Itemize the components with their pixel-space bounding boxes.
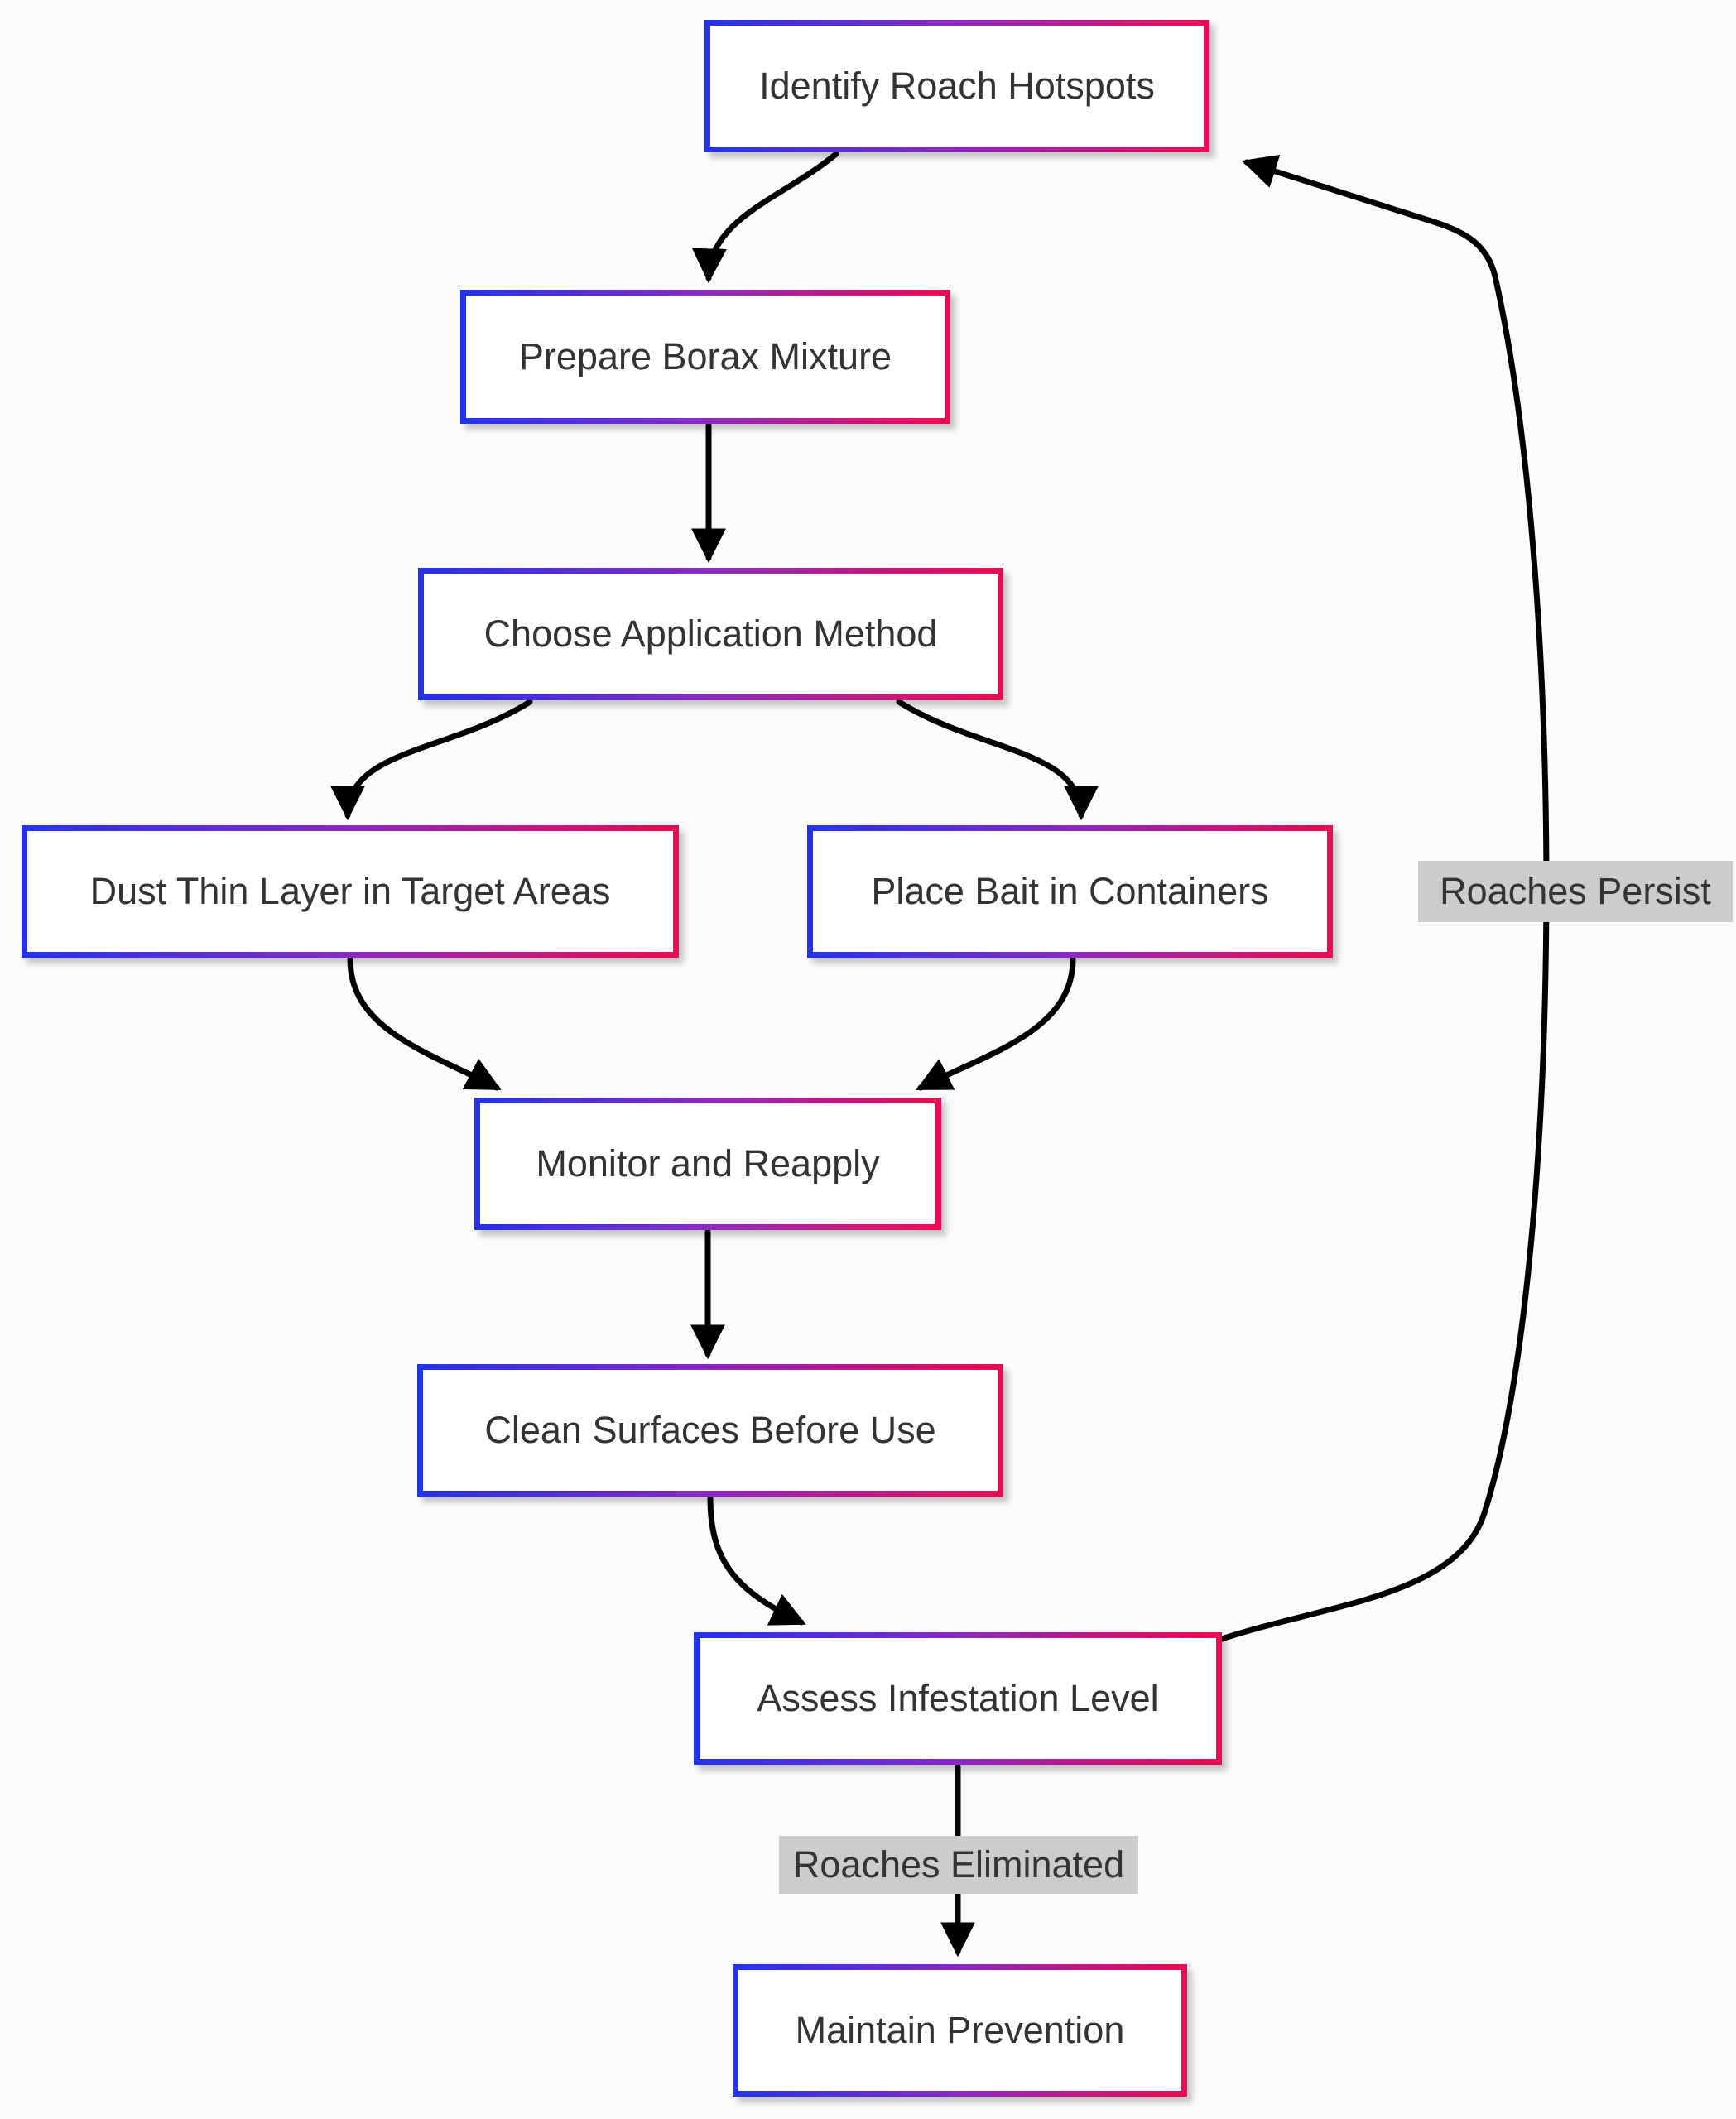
edge-dust-to-monitor	[347, 956, 502, 1091]
node-body: Dust Thin Layer in Target Areas	[27, 831, 673, 952]
node-label: Prepare Borax Mixture	[518, 335, 892, 377]
edge-identify-to-prepare	[692, 151, 839, 284]
edge-label-text: Roaches Persist	[1440, 870, 1711, 912]
node-label: Place Bait in Containers	[871, 870, 1269, 912]
edge-label-roaches-persist: Roaches Persist	[1418, 861, 1733, 922]
node-place-bait-in-containers: Place Bait in Containers	[807, 825, 1333, 958]
edge-choose-to-bait	[896, 699, 1099, 821]
node-label: Monitor and Reapply	[536, 1142, 880, 1184]
node-clean-surfaces-before-use: Clean Surfaces Before Use	[417, 1364, 1003, 1497]
edge-label-text: Roaches Eliminated	[792, 1843, 1125, 1886]
node-label: Assess Infestation Level	[757, 1677, 1159, 1719]
node-assess-infestation-level: Assess Infestation Level	[694, 1632, 1222, 1765]
node-label: Maintain Prevention	[795, 2009, 1125, 2051]
edge-label-roaches-eliminated: Roaches Eliminated	[779, 1836, 1138, 1894]
node-label: Identify Roach Hotspots	[759, 65, 1155, 107]
node-label: Dust Thin Layer in Target Areas	[89, 870, 611, 912]
node-prepare-borax-mixture: Prepare Borax Mixture	[460, 290, 950, 424]
node-body: Assess Infestation Level	[700, 1638, 1216, 1759]
node-identify-roach-hotspots: Identify Roach Hotspots	[704, 20, 1209, 152]
node-body: Maintain Prevention	[738, 1970, 1181, 2091]
node-monitor-and-reapply: Monitor and Reapply	[474, 1098, 941, 1230]
edge-bait-to-monitor	[916, 956, 1076, 1091]
node-choose-application-method: Choose Application Method	[418, 568, 1003, 700]
edge-clean-to-assess	[707, 1495, 806, 1626]
node-body: Identify Roach Hotspots	[710, 26, 1204, 147]
edge-choose-to-dust	[330, 699, 533, 821]
node-label: Clean Surfaces Before Use	[484, 1409, 936, 1451]
node-body: Monitor and Reapply	[480, 1103, 935, 1224]
node-dust-thin-layer: Dust Thin Layer in Target Areas	[22, 825, 679, 958]
node-label: Choose Application Method	[483, 613, 938, 655]
node-body: Choose Application Method	[424, 574, 998, 694]
node-body: Clean Surfaces Before Use	[423, 1370, 998, 1491]
edge-assess-to-identify-loop	[1214, 154, 1550, 1644]
node-maintain-prevention: Maintain Prevention	[733, 1964, 1187, 2097]
node-body: Prepare Borax Mixture	[466, 296, 945, 418]
node-body: Place Bait in Containers	[813, 831, 1327, 952]
